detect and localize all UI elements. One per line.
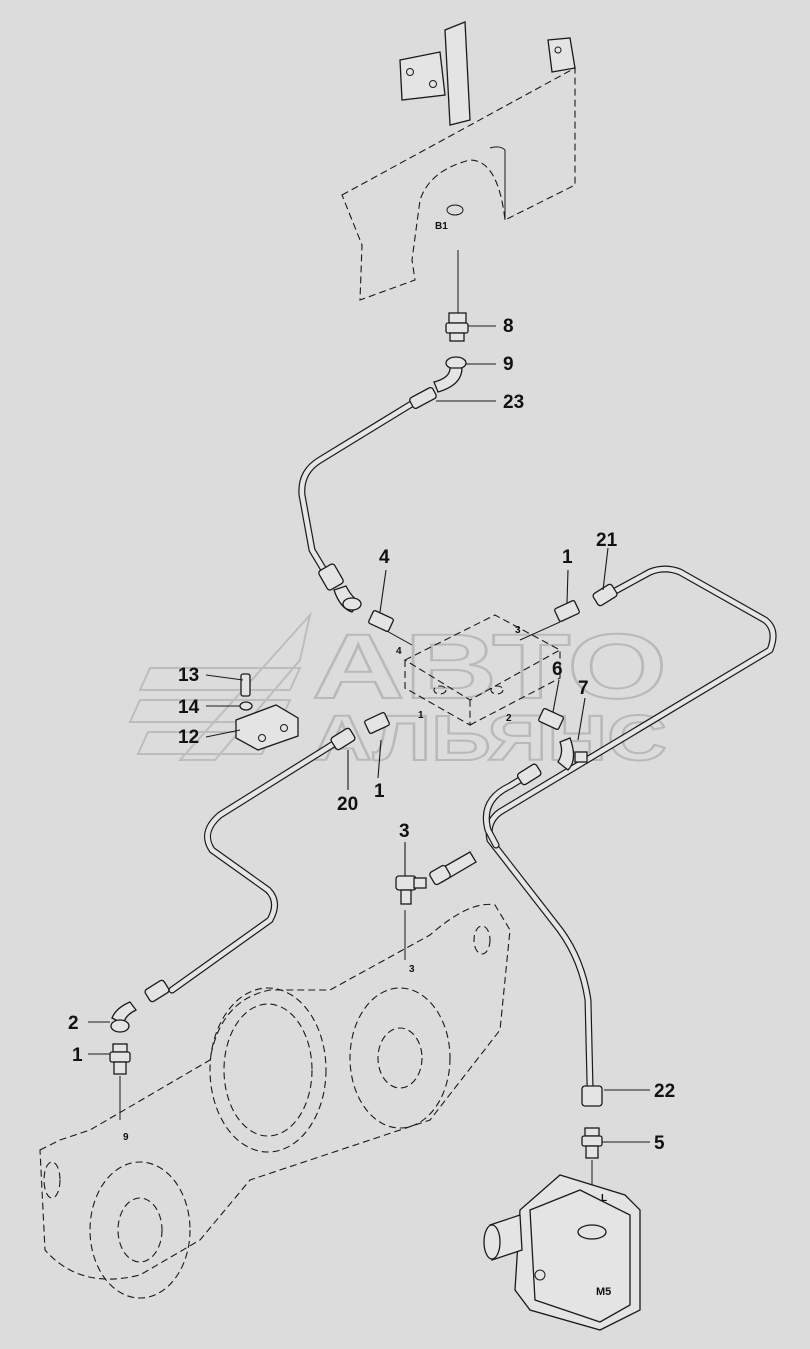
pump-label-m5: M5 xyxy=(596,1286,611,1298)
callout-2: 2 xyxy=(68,1013,79,1034)
tank-b1: B1 xyxy=(341,21,576,318)
watermark-logo: АВТО АЛЬЯНС xyxy=(128,611,668,775)
callout-23: 23 xyxy=(503,392,524,413)
callout-12: 12 xyxy=(178,727,199,748)
block-port-3: 3 xyxy=(515,625,521,636)
callout-9: 9 xyxy=(503,354,514,375)
fitting-8 xyxy=(445,312,469,342)
fitting-1-left xyxy=(364,712,390,734)
leader-lines xyxy=(88,325,650,1143)
fitting-1-bottom xyxy=(109,1043,131,1075)
callout-1-bottom: 1 xyxy=(72,1045,83,1066)
block-port-4: 4 xyxy=(396,646,402,657)
pump-m5: L M5 xyxy=(483,1174,641,1331)
clamp-assembly xyxy=(235,673,299,751)
callout-6: 6 xyxy=(552,659,563,680)
watermark-line2: АЛЬЯНС xyxy=(312,702,667,774)
port-label-b1: B1 xyxy=(435,221,448,232)
hose-23 xyxy=(298,387,437,613)
elbow-7 xyxy=(557,737,588,771)
block-port-1: 1 xyxy=(418,710,424,721)
elbow-9 xyxy=(433,356,467,393)
callout-13: 13 xyxy=(178,665,199,686)
hose-22 xyxy=(429,763,603,1107)
hose-20 xyxy=(144,727,356,1003)
frame-port-9: 9 xyxy=(123,1132,129,1143)
callout-14: 14 xyxy=(178,697,200,718)
callout-1-top: 1 xyxy=(562,547,573,568)
block-port-2: 2 xyxy=(506,713,512,724)
callout-21: 21 xyxy=(596,530,618,551)
callout-7: 7 xyxy=(578,678,589,699)
hose-21 xyxy=(485,565,777,1089)
callout-4: 4 xyxy=(379,547,390,568)
callout-1-mid: 1 xyxy=(374,781,385,802)
frame-port-3: 3 xyxy=(409,964,415,975)
valve-block: 4 3 1 2 xyxy=(384,614,562,726)
callout-5: 5 xyxy=(654,1133,665,1154)
fitting-6 xyxy=(538,708,564,730)
callout-numbers: 8 9 23 4 1 21 13 14 12 6 7 1 20 3 2 1 22… xyxy=(68,316,675,1154)
callout-20: 20 xyxy=(337,794,358,815)
fitting-4 xyxy=(368,610,394,632)
fitting-5 xyxy=(581,1127,603,1225)
fitting-1-top xyxy=(554,600,580,622)
watermark-line1: АВТО xyxy=(312,616,667,718)
elbow-2 xyxy=(110,1001,137,1033)
gear-housing-frame: 3 9 xyxy=(39,903,511,1299)
callout-8: 8 xyxy=(503,316,514,337)
pump-port-l: L xyxy=(601,1193,607,1204)
callout-3: 3 xyxy=(399,821,410,842)
tee-fitting-3 xyxy=(395,875,427,905)
callout-22: 22 xyxy=(654,1081,675,1102)
